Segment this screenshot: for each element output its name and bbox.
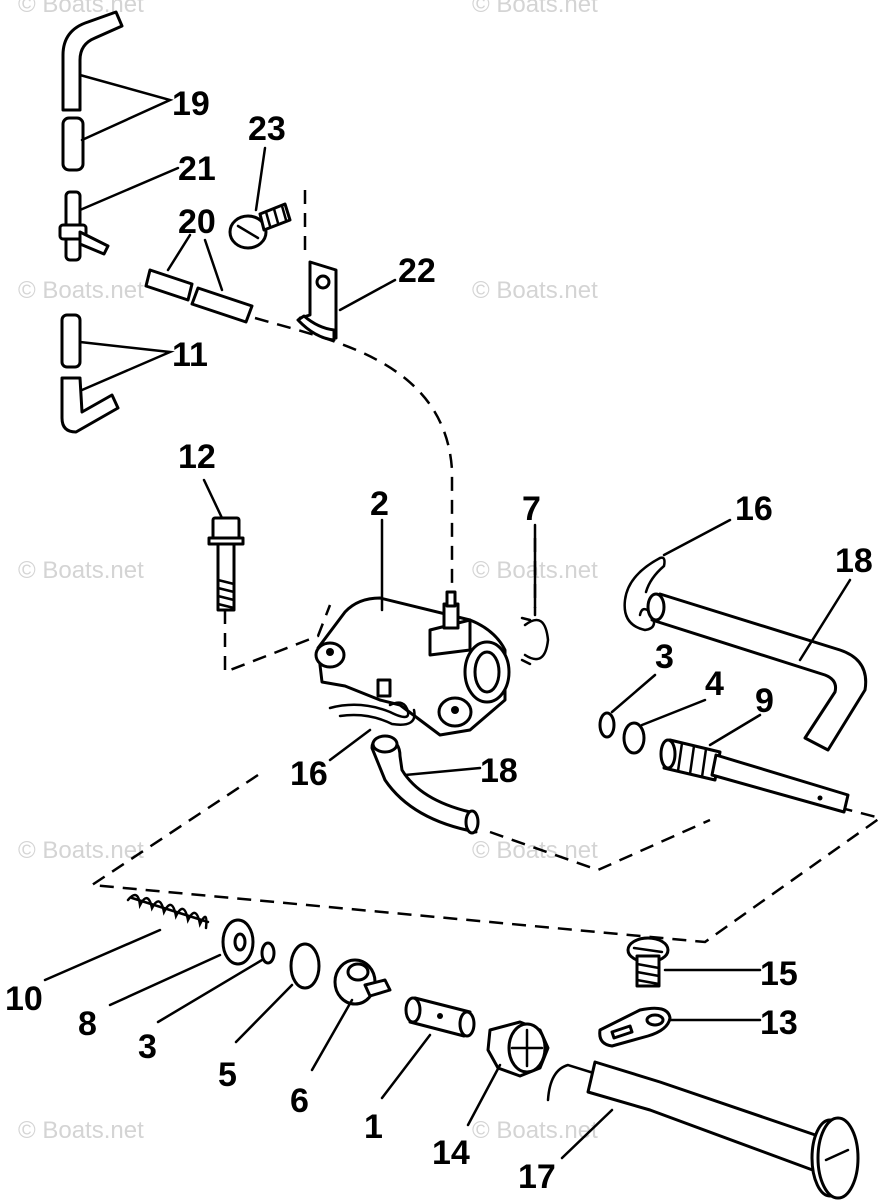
callout-16-lower: 16 [290,755,328,793]
callout-5: 5 [218,1056,237,1094]
callout-6: 6 [290,1082,309,1120]
part-18-hose-lower [370,734,480,835]
callout-9: 9 [755,682,774,720]
watermark: © Boats.net [18,0,144,18]
callout-23: 23 [248,110,286,148]
callout-8: 8 [78,1005,97,1043]
callout-14: 14 [432,1134,470,1172]
part-4-o-ring [622,721,646,755]
part-2-body [314,590,511,737]
part-6-cam [333,958,392,1006]
part-11-hose [60,313,120,434]
callout-21: 21 [178,150,216,188]
part-8-washer [221,918,255,966]
watermarks: © Boats.net © Boats.net © Boats.net © Bo… [18,0,598,1144]
part-19-hose [61,10,124,172]
callout-12: 12 [178,438,216,476]
callout-labels: 19 23 21 20 22 11 12 2 7 16 18 3 4 9 16 … [5,85,873,1196]
part-17-lever [546,1060,860,1200]
part-20-hose-pieces [144,268,254,324]
part-10-spring [126,893,210,930]
part-22-clip [296,260,338,342]
callout-18-lower: 18 [480,752,518,790]
part-16-clip-upper [623,556,666,632]
part-3-o-ring-upper [598,711,616,739]
watermark: © Boats.net [472,277,598,304]
part-12-bolt [207,516,245,612]
callout-7: 7 [522,490,541,528]
part-14-knob [486,1020,550,1078]
watermark: © Boats.net [18,1117,144,1144]
callout-11: 11 [172,336,208,374]
callout-22: 22 [398,252,436,290]
callout-13: 13 [760,1004,798,1042]
part-13-plate [598,1006,672,1048]
callout-17: 17 [518,1158,556,1196]
callout-18-upper: 18 [835,542,873,580]
part-15-screw [626,936,670,988]
callout-15: 15 [760,955,798,993]
watermark: © Boats.net [18,837,144,864]
part-21-tee-fitting [58,190,110,262]
callout-1: 1 [364,1108,383,1146]
callout-19: 19 [172,85,210,123]
part-16-clip-lower [328,701,416,726]
callout-4: 4 [705,665,724,703]
part-18-hose-upper [646,592,868,752]
part-7-retainer [520,616,550,666]
watermark: © Boats.net [18,557,144,584]
callout-20: 20 [178,203,216,241]
part-1-plunger [404,996,476,1038]
callout-16-upper: 16 [735,490,773,528]
leader-lines [43,73,852,1160]
callout-10: 10 [5,980,43,1018]
watermark: © Boats.net [18,277,144,304]
callout-3-upper: 3 [655,638,674,676]
callout-3-lower: 3 [138,1028,157,1066]
callout-2: 2 [370,485,389,523]
watermark: © Boats.net [472,837,598,864]
watermark: © Boats.net [472,1117,598,1144]
part-3-o-ring-lower [260,941,276,965]
part-9-shaft [659,738,850,814]
part-5-o-ring [289,942,321,990]
part-23-screw [228,202,292,250]
watermark: © Boats.net [472,0,598,18]
